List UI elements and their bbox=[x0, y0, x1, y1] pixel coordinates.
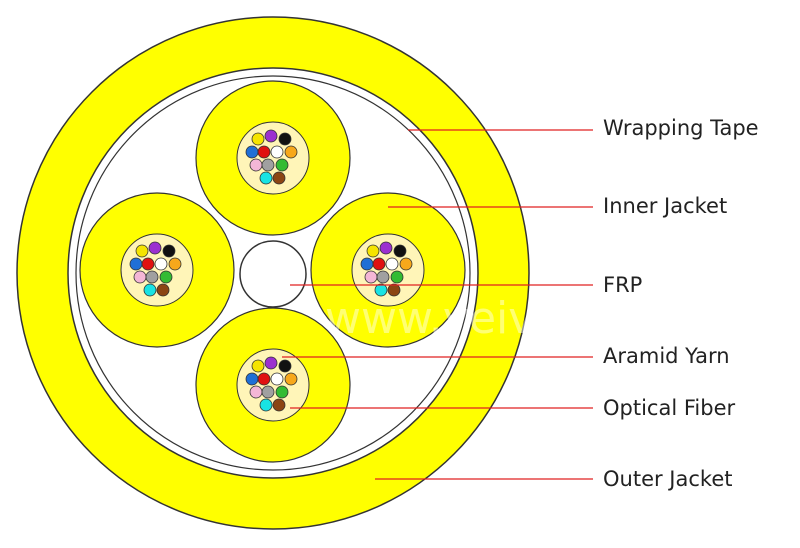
optical-fiber bbox=[141, 257, 155, 271]
optical-fiber bbox=[259, 398, 273, 412]
optical-fiber bbox=[249, 158, 263, 172]
optical-fiber bbox=[372, 257, 386, 271]
subunit-top bbox=[195, 80, 351, 236]
optical-fiber bbox=[376, 270, 390, 284]
optical-fiber bbox=[272, 171, 286, 185]
optical-fiber bbox=[249, 385, 263, 399]
optical-fiber bbox=[399, 257, 413, 271]
optical-fiber bbox=[275, 385, 289, 399]
optical-fiber bbox=[159, 270, 173, 284]
optical-fiber bbox=[284, 372, 298, 386]
optical-fiber bbox=[393, 244, 407, 258]
optical-fiber bbox=[257, 372, 271, 386]
optical-fiber bbox=[154, 257, 168, 271]
label-wrapping-tape: Wrapping Tape bbox=[603, 116, 759, 140]
label-aramid-yarn: Aramid Yarn bbox=[603, 344, 730, 368]
frp-core bbox=[239, 240, 307, 308]
optical-fiber bbox=[275, 158, 289, 172]
subunit-left bbox=[79, 192, 235, 348]
optical-fiber bbox=[379, 241, 393, 255]
optical-fiber bbox=[251, 359, 265, 373]
label-outer-jacket: Outer Jacket bbox=[603, 467, 732, 491]
optical-fiber bbox=[374, 283, 388, 297]
optical-fiber bbox=[270, 145, 284, 159]
optical-fiber bbox=[272, 398, 286, 412]
optical-fiber bbox=[162, 244, 176, 258]
optical-fiber bbox=[264, 356, 278, 370]
optical-fiber bbox=[133, 270, 147, 284]
optical-fiber bbox=[385, 257, 399, 271]
optical-fiber bbox=[360, 257, 374, 271]
optical-fiber bbox=[284, 145, 298, 159]
optical-fiber bbox=[168, 257, 182, 271]
optical-fiber bbox=[270, 372, 284, 386]
optical-fiber bbox=[129, 257, 143, 271]
label-optical-fiber: Optical Fiber bbox=[603, 396, 735, 420]
optical-fiber bbox=[278, 132, 292, 146]
optical-fiber bbox=[145, 270, 159, 284]
label-inner-jacket: Inner Jacket bbox=[603, 194, 727, 218]
optical-fiber bbox=[264, 129, 278, 143]
optical-fiber bbox=[156, 283, 170, 297]
optical-fiber bbox=[245, 372, 259, 386]
optical-fiber bbox=[390, 270, 404, 284]
optical-fiber bbox=[387, 283, 401, 297]
optical-fiber bbox=[364, 270, 378, 284]
optical-fiber bbox=[148, 241, 162, 255]
optical-fiber bbox=[261, 158, 275, 172]
optical-fiber bbox=[259, 171, 273, 185]
optical-fiber bbox=[257, 145, 271, 159]
optical-fiber bbox=[245, 145, 259, 159]
optical-fiber bbox=[143, 283, 157, 297]
watermark: www.veivot.com bbox=[325, 293, 686, 344]
optical-fiber bbox=[278, 359, 292, 373]
subunit-bottom bbox=[195, 307, 351, 463]
subunit-right bbox=[310, 192, 466, 348]
label-frp: FRP bbox=[603, 273, 642, 297]
optical-fiber bbox=[251, 132, 265, 146]
optical-fiber bbox=[261, 385, 275, 399]
optical-fiber bbox=[135, 244, 149, 258]
optical-fiber bbox=[366, 244, 380, 258]
